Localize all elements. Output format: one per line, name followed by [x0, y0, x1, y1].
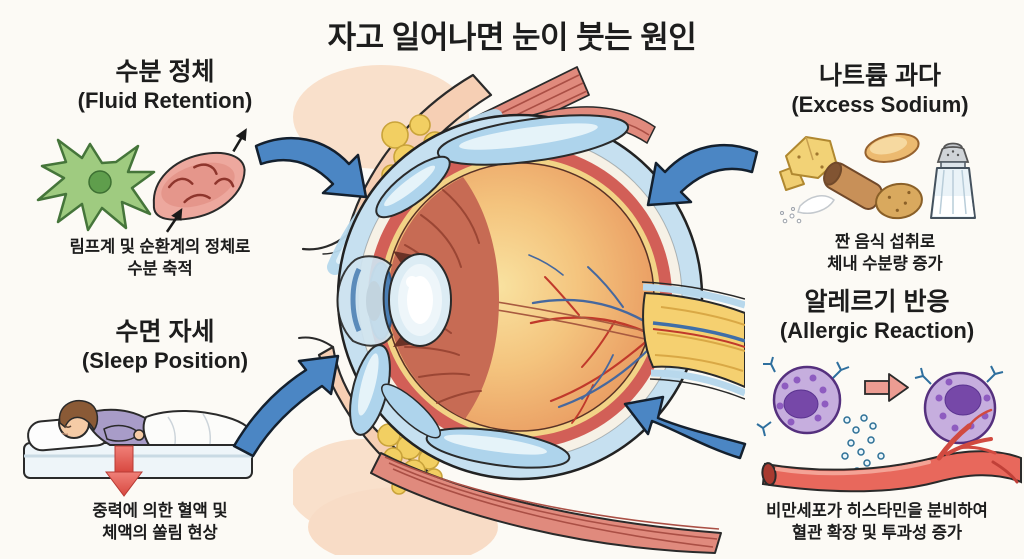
caption-sleep-position-line2: 체액의 쏠림 현상 — [102, 524, 218, 543]
optic-nerve — [641, 281, 745, 400]
caption-excess-sodium: 짠 음식 섭취로 체내 수분량 증가 — [745, 231, 1024, 276]
heading-sleep-position-en: (Sleep Position) — [81, 347, 249, 373]
fluid-pockets — [349, 114, 630, 469]
caption-fluid-retention-line2: 수분 축적 — [127, 260, 193, 279]
salt-shaker-icon — [930, 142, 976, 219]
lower-eye-muscle — [370, 452, 722, 554]
caption-allergic-reaction-line1: 비만세포가 히스타민을 분비하여 — [766, 502, 988, 520]
eye-cross-section-illustration — [293, 65, 745, 555]
heading-fluid-retention-en: (Fluid Retention) — [77, 87, 253, 113]
blood-vessel-icon — [761, 408, 1022, 493]
gravity-down-arrow-icon — [105, 445, 143, 497]
heading-excess-sodium-ko: 나트륨 과다 — [819, 62, 941, 90]
caption-allergic-reaction-line2: 혈관 확장 및 투과성 증가 — [791, 524, 963, 543]
heading-allergic-reaction-ko: 알레르기 반응 — [804, 288, 950, 316]
mast-cells-icon — [756, 356, 1022, 493]
heading-allergic-reaction: 알레르기 반응 (Allergic Reaction) — [730, 288, 1024, 343]
heading-sleep-position-ko: 수면 자세 — [115, 318, 215, 346]
caption-fluid-retention-line1: 림프계 및 순환계의 정체로 — [69, 238, 251, 256]
person-sleeping-icon — [23, 399, 256, 497]
caption-fluid-retention: 림프계 및 순환계의 정체로 수분 축적 — [10, 236, 310, 281]
heading-fluid-retention: 수분 정체 (Fluid Retention) — [20, 58, 310, 113]
reaction-arrow-icon — [864, 373, 909, 402]
lymph-cell-and-lymph-vessel-icon — [36, 128, 247, 233]
heading-excess-sodium: 나트륨 과다 (Excess Sodium) — [735, 62, 1024, 117]
page-title: 자고 일어나면 눈이 붓는 원인 — [327, 20, 697, 55]
lens — [388, 253, 452, 347]
heading-allergic-reaction-en: (Allergic Reaction) — [779, 317, 975, 343]
salty-foods-icon — [779, 133, 976, 224]
caption-excess-sodium-line1: 짠 음식 섭취로 — [834, 233, 936, 251]
caption-sleep-position-line1: 중력에 의한 혈액 및 — [92, 502, 228, 520]
caption-allergic-reaction: 비만세포가 히스타민을 분비하여 혈관 확장 및 투과성 증가 — [730, 500, 1024, 545]
caption-sleep-position: 중력에 의한 혈액 및 체액의 쏠림 현상 — [10, 500, 310, 545]
heading-excess-sodium-en: (Excess Sodium) — [791, 91, 969, 117]
heading-sleep-position: 수면 자세 (Sleep Position) — [20, 318, 310, 373]
heading-fluid-retention-ko: 수분 정체 — [115, 58, 215, 86]
caption-excess-sodium-line2: 체내 수분량 증가 — [827, 255, 943, 274]
